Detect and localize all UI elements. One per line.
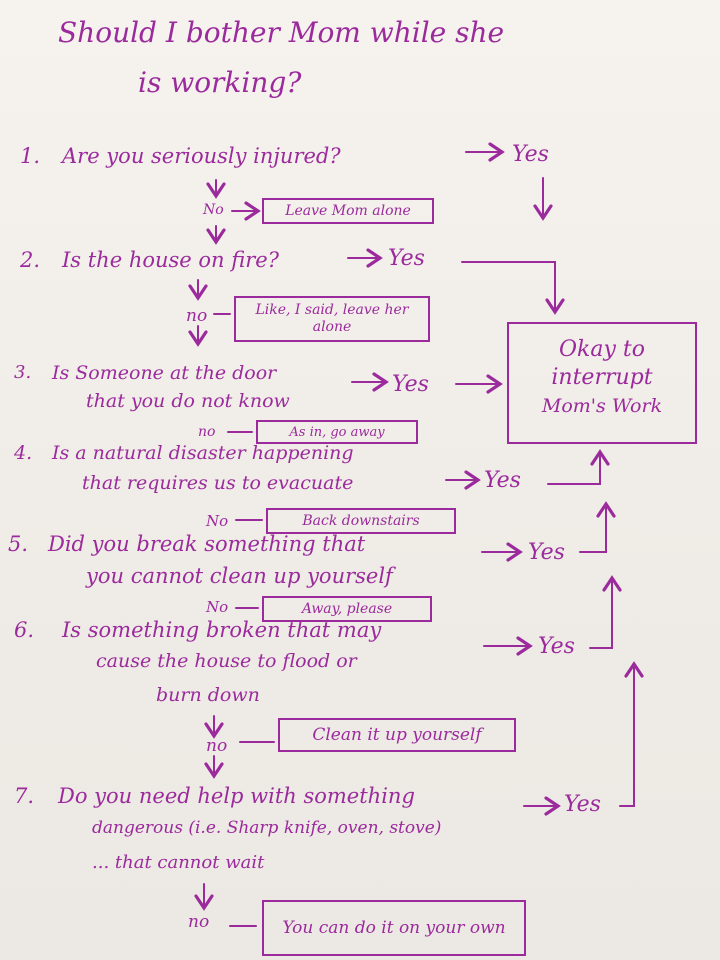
title-line-1: Should I bother Mom while she — [58, 16, 505, 49]
question-3-yes: Yes — [392, 372, 429, 397]
question-2-number: 2. — [20, 248, 41, 272]
question-5-text-line-2: you cannot clean up yourself — [86, 564, 393, 588]
question-3-no-label: no — [198, 424, 216, 440]
question-1-no-label: No — [203, 202, 224, 218]
question-7-no-label: no — [188, 912, 210, 932]
question-6-number: 6. — [14, 618, 35, 642]
question-6-no-box: Clean it up yourself — [278, 718, 516, 752]
question-2-no-box: Like, I said, leave her alone — [234, 296, 430, 342]
question-4-yes: Yes — [484, 468, 521, 493]
okay-to-interrupt-line-2: interrupt — [551, 365, 653, 390]
okay-to-interrupt-line-3: Mom's Work — [541, 395, 663, 417]
question-5-no-box: Away, please — [262, 596, 432, 622]
question-4-no-label: No — [206, 512, 229, 530]
question-6-no-label: no — [206, 736, 228, 756]
question-5-yes: Yes — [528, 540, 565, 565]
question-7-text-line-2: dangerous (i.e. Sharp knife, oven, stove… — [92, 818, 442, 838]
question-7-text-line-3: ... that cannot wait — [92, 852, 265, 873]
arrow-q7-yes-route — [619, 661, 644, 807]
question-1-number: 1. — [20, 144, 41, 168]
arrow-q5-yes-route — [579, 501, 616, 553]
question-3-text-line-1: Is Someone at the door — [52, 362, 277, 384]
question-5-text-line-1: Did you break something that — [48, 532, 366, 556]
question-4-no-box: Back downstairs — [266, 508, 456, 534]
question-3-no-box: As in, go away — [256, 420, 418, 444]
question-1-text: Are you seriously injured? — [62, 144, 341, 168]
title-line-2: is working? — [138, 66, 302, 99]
question-7-no-box: You can do it on your own — [262, 900, 526, 956]
question-4-number: 4. — [14, 442, 33, 464]
question-3-number: 3. — [14, 362, 32, 383]
question-6-text-line-1: Is something broken that may — [62, 618, 382, 642]
okay-to-interrupt-box: Okay to interrupt Mom's Work — [507, 322, 697, 444]
question-5-no-label: No — [206, 598, 229, 616]
question-7-number: 7. — [14, 784, 35, 808]
question-6-text-line-2: cause the house to flood or — [96, 650, 357, 672]
question-2-text: Is the house on fire? — [62, 248, 279, 272]
question-1-yes: Yes — [512, 142, 549, 167]
question-6-text-line-3: burn down — [156, 684, 260, 706]
question-4-text-line-2: that requires us to evacuate — [82, 472, 354, 494]
arrow-q4-yes-route — [547, 449, 610, 485]
arrow-q2-yes-route — [461, 261, 565, 315]
question-7-text-line-1: Do you need help with something — [58, 784, 415, 808]
question-4-text-line-1: Is a natural disaster happening — [52, 442, 354, 464]
question-7-yes: Yes — [564, 792, 601, 817]
question-5-number: 5. — [8, 532, 29, 556]
arrow-q6-yes-route — [589, 575, 622, 649]
question-1-no-box: Leave Mom alone — [262, 198, 434, 224]
okay-to-interrupt-line-1: Okay to — [559, 337, 645, 362]
question-3-text-line-2: that you do not know — [86, 390, 290, 412]
question-2-no-label: no — [186, 306, 208, 326]
question-6-yes: Yes — [538, 634, 575, 659]
question-2-yes: Yes — [388, 246, 425, 271]
